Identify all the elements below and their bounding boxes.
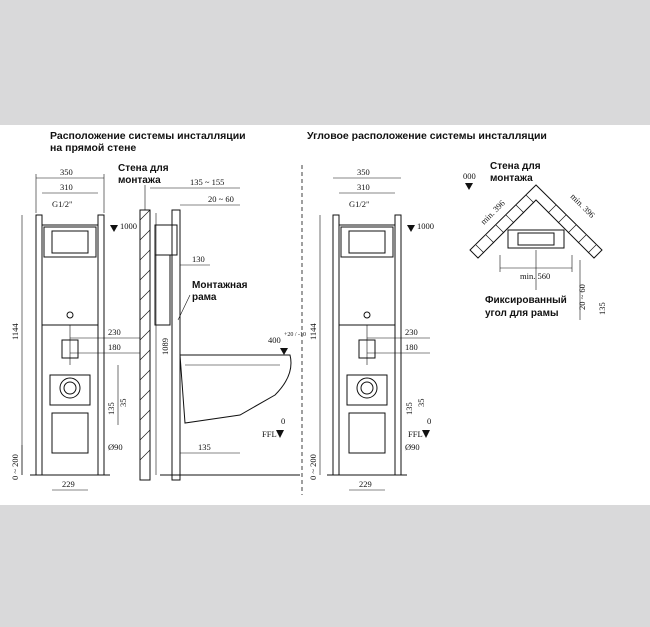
dim-230: 230 bbox=[108, 327, 121, 337]
dim-1089: 1089 bbox=[160, 338, 170, 355]
zero-right: 0 bbox=[427, 416, 431, 426]
dim-135: 135 bbox=[106, 402, 116, 415]
corner-front-dimensions: 350 310 G1/2" 1000 1144 0 ~ 200 230 180 … bbox=[308, 167, 434, 491]
dim-229-r: 229 bbox=[359, 479, 372, 489]
corner-front-view bbox=[327, 214, 407, 476]
dim-180: 180 bbox=[108, 342, 121, 352]
right-title: Угловое расположение системы инсталляции bbox=[307, 130, 547, 142]
dim-min396-a: min. 396 bbox=[478, 198, 506, 226]
dim-90: Ø90 bbox=[108, 442, 123, 452]
zero-left: 0 bbox=[281, 416, 285, 426]
dim-35-r: 35 bbox=[416, 399, 426, 408]
dim-0-200-r: 0 ~ 200 bbox=[308, 454, 318, 480]
dim-310: 310 bbox=[60, 182, 73, 192]
dim-min396-b: min. 396 bbox=[569, 191, 597, 219]
frame-label-line1: Монтажная bbox=[192, 280, 248, 291]
left-title-line2: на прямой стене bbox=[50, 142, 136, 154]
dim-tol: +20 / -10 bbox=[284, 332, 306, 338]
ffl-left: FFL bbox=[262, 429, 277, 439]
dim-1000: 1000 bbox=[120, 221, 137, 231]
dim-000: 000 bbox=[463, 171, 476, 181]
dim-310-r: 310 bbox=[357, 182, 370, 192]
frame-label-line2: рама bbox=[192, 292, 217, 303]
dim-180-r: 180 bbox=[405, 342, 418, 352]
dim-1000-r: 1000 bbox=[417, 221, 434, 231]
dim-135-v: 135 bbox=[597, 302, 607, 315]
dim-135-r: 135 bbox=[404, 402, 414, 415]
wall-label-line2: монтажа bbox=[118, 175, 161, 186]
corner-label-line2: угол для рамы bbox=[485, 308, 559, 319]
dim-229: 229 bbox=[62, 479, 75, 489]
dim-230-r: 230 bbox=[405, 327, 418, 337]
dim-g12: G1/2" bbox=[52, 199, 72, 209]
wall2-label-line1: Стена для bbox=[490, 161, 541, 172]
side-dimensions: Стена для монтажа 135 ~ 155 20 ~ 60 130 … bbox=[118, 163, 306, 475]
wall-label-line1: Стена для bbox=[118, 163, 169, 174]
dim-g12-r: G1/2" bbox=[349, 199, 369, 209]
dim-20-60: 20 ~ 60 bbox=[208, 194, 234, 204]
dim-0-200: 0 ~ 200 bbox=[10, 454, 20, 480]
ffl-right: FFL bbox=[408, 429, 423, 439]
corner-plan-labels: Стена для монтажа 000 min. 396 min. 396 … bbox=[463, 161, 607, 320]
front-dimensions: 350 310 G1/2" 1000 1144 0 ~ 200 230 180 … bbox=[10, 167, 140, 491]
dim-350-r: 350 bbox=[357, 167, 370, 177]
wall2-label-line2: монтажа bbox=[490, 173, 533, 184]
dim-130: 130 bbox=[192, 254, 205, 264]
dim-20-60-v: 20 ~ 60 bbox=[577, 284, 587, 310]
dim-1144: 1144 bbox=[10, 323, 20, 340]
front-view-frame bbox=[30, 214, 110, 476]
corner-plan-view bbox=[469, 184, 603, 272]
dim-min560: min. 560 bbox=[520, 271, 550, 281]
drawing-sheet: Расположение системы инсталляции на прям… bbox=[0, 125, 650, 505]
dim-90-r: Ø90 bbox=[405, 442, 420, 452]
dim-1144-r: 1144 bbox=[308, 323, 318, 340]
left-title-line1: Расположение системы инсталляции bbox=[50, 130, 246, 142]
corner-label-line1: Фиксированный bbox=[485, 295, 567, 306]
dim-400: 400 bbox=[268, 335, 281, 345]
technical-drawing: Расположение системы инсталляции на прям… bbox=[10, 130, 607, 495]
dim-350: 350 bbox=[60, 167, 73, 177]
dim-35: 35 bbox=[118, 399, 128, 408]
dim-135-155: 135 ~ 155 bbox=[190, 177, 224, 187]
dim-135b: 135 bbox=[198, 442, 211, 452]
